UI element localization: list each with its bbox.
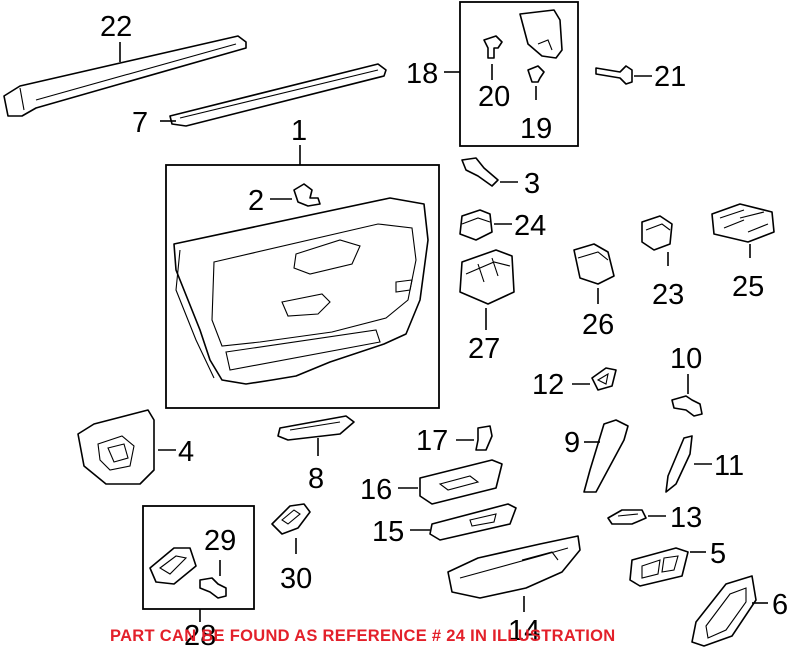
part-1-door-panel [173,197,429,385]
part-13-bezel [607,509,647,525]
part-12-bezel [591,367,617,391]
part-4-pull-cup [77,409,155,485]
part-18-box [459,1,579,147]
callout-30: 30 [280,563,312,595]
part-26-switch [573,243,615,285]
part-23-switch [641,215,673,251]
reference-note: PART CAN BE FOUND AS REFERENCE # 24 IN I… [110,627,615,645]
callout-29: 29 [204,525,236,557]
callout-9: 9 [564,427,580,459]
callout-11: 11 [714,450,744,482]
part-2-clip [293,183,321,207]
callout-19: 19 [520,113,552,145]
part-20-clip [483,35,503,59]
callout-13: 13 [670,502,702,534]
part-8-bezel [277,415,355,441]
callout-14: 14 [508,615,540,647]
callout-18: 18 [406,58,438,90]
part-5-bezel [629,547,689,587]
callout-3: 3 [524,168,540,200]
part-7-belt-strip [169,63,387,127]
callout-8: 8 [308,463,324,495]
callout-20: 20 [478,81,510,113]
part-28-box [142,505,255,610]
callout-25: 25 [732,271,764,303]
callout-12: 12 [532,369,564,401]
callout-23: 23 [652,279,684,311]
part-22-molding [3,35,247,117]
part-9-trim [583,419,629,493]
part-15-trim [429,503,517,541]
callout-16: 16 [360,474,392,506]
part-28-handle [149,547,197,585]
callout-10: 10 [670,343,702,375]
callout-27: 27 [468,333,500,365]
callout-7: 7 [132,107,148,139]
callout-2: 2 [248,185,264,217]
callout-28: 28 [184,620,216,651]
callout-5: 5 [710,538,726,570]
part-11-trim [665,435,693,493]
callout-4: 4 [178,436,194,468]
part-6-grille [691,575,757,647]
part-27-window-switch [459,249,515,305]
part-21-screw [595,65,633,85]
part-14-armrest [447,535,581,599]
callout-21: 21 [654,61,686,93]
part-24-switch [459,209,493,241]
callout-15: 15 [372,516,404,548]
part-25-switch [711,203,775,243]
part-16-panel [419,459,503,505]
callout-1: 1 [291,115,307,147]
part-1-box [165,164,440,409]
callout-24: 24 [514,210,546,242]
part-3-fastener [461,157,499,187]
part-30-bezel [271,503,311,535]
part-29-screw [199,577,227,599]
part-10-screw [671,395,703,417]
callout-26: 26 [582,309,614,341]
callout-22: 22 [100,11,132,43]
part-19-clip [527,65,545,83]
part-17-clip [475,425,493,451]
part-18-cover [519,9,563,59]
callout-17: 17 [416,425,448,457]
callout-6: 6 [772,589,788,621]
